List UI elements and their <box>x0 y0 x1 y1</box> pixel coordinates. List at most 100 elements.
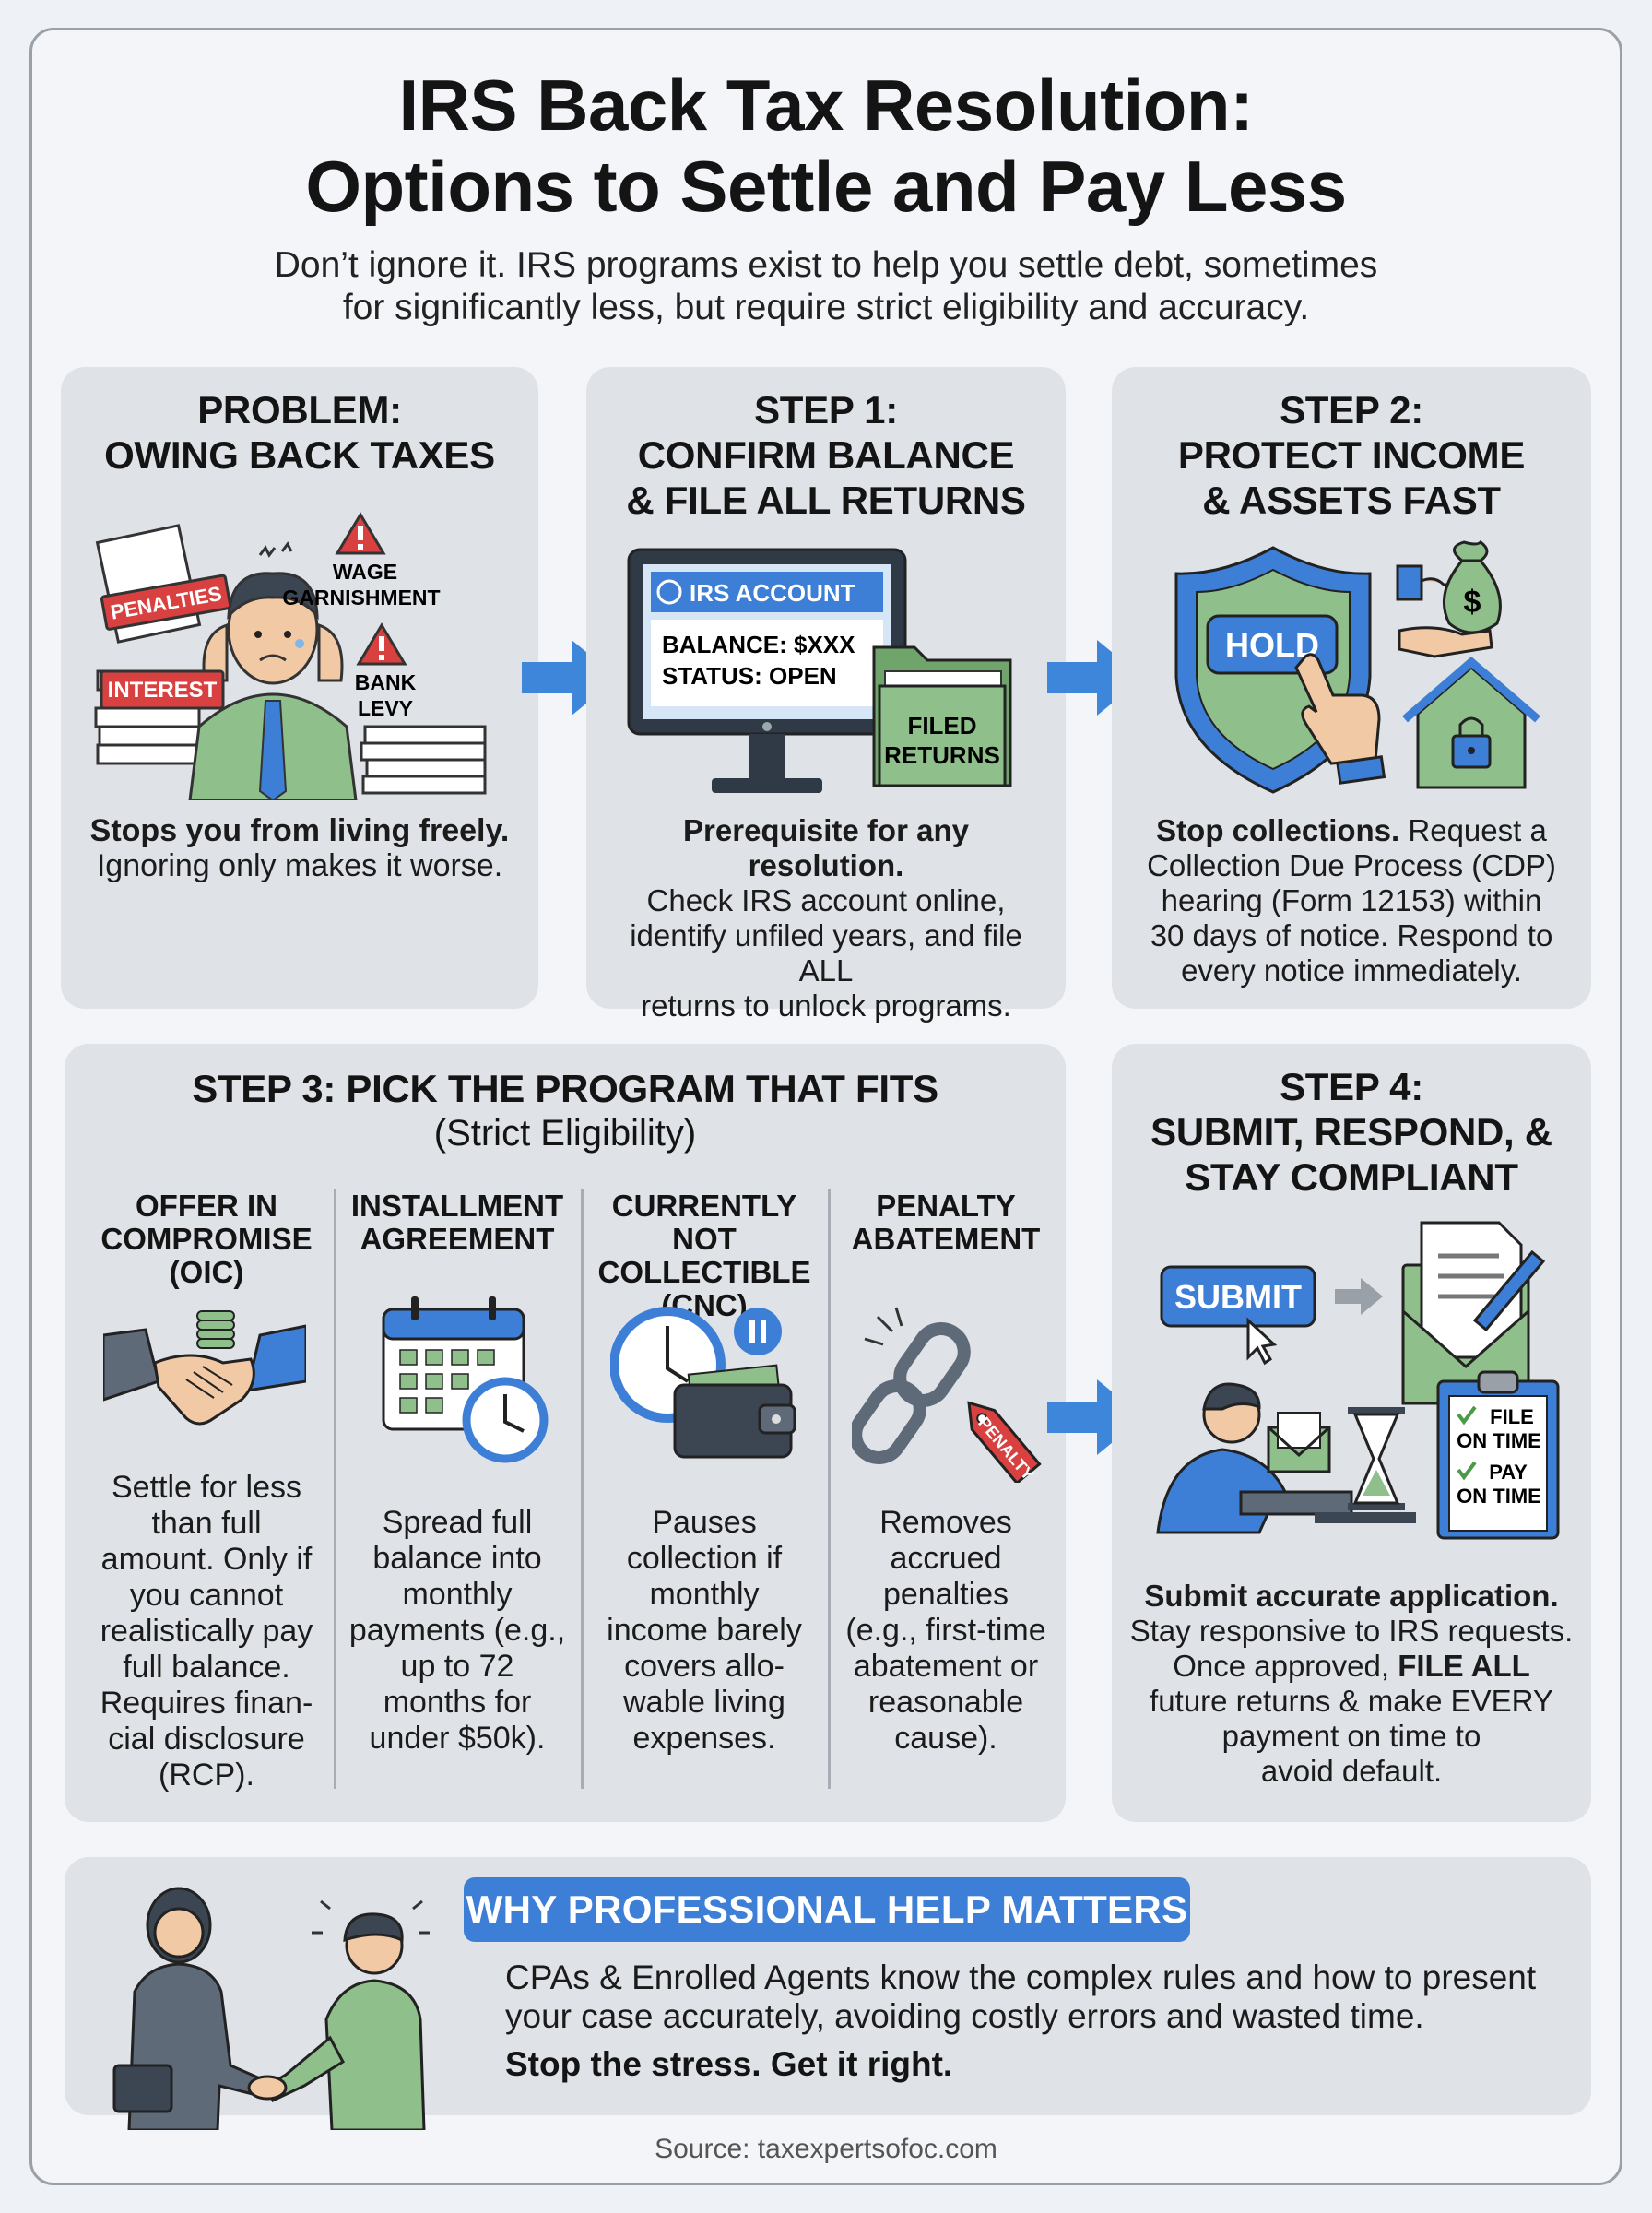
step1-heading-line-3: & FILE ALL RETURNS <box>626 479 1026 522</box>
step2-card: STEP 2: PROTECT INCOME & ASSETS FAST HOL… <box>1112 367 1591 1009</box>
program-oic-heading: OFFER IN COMPROMISE (OIC) <box>85 1189 328 1289</box>
step4-text-line-2a: Once approved, <box>1173 1649 1398 1683</box>
page-title: IRS Back Tax Resolution: Options to Sett… <box>0 65 1652 227</box>
email-icon <box>1267 1412 1331 1473</box>
stressed-person-illustration: WAGE GARNISHMENT BANK LEVY PENALTIES INT… <box>94 512 487 800</box>
status-label: STATUS: OPEN <box>662 662 837 690</box>
briefcase-icon <box>112 2064 173 2113</box>
program-oic-heading-2: COMPROMISE <box>100 1222 313 1256</box>
problem-text-regular: Ignoring only makes it worse. <box>96 848 503 883</box>
calendar-clock-icon <box>382 1296 549 1463</box>
folder-icon: FILED RETURNS <box>872 645 1012 787</box>
program-oic-line: cial disclosure <box>108 1722 305 1757</box>
program-cnc-heading-1: CURRENTLY NOT <box>611 1189 797 1256</box>
step4-text-bold: Submit accurate application. <box>1144 1579 1559 1613</box>
stressed-person-icon <box>188 541 358 800</box>
bank-label-2: LEVY <box>358 696 413 720</box>
step4-text: Submit accurate application. Stay respon… <box>1121 1579 1582 1789</box>
program-penalty-heading-1: PENALTY <box>876 1189 1016 1223</box>
program-cnc-line: Pauses <box>652 1505 757 1540</box>
subtitle-line-1: Don’t ignore it. IRS programs exist to h… <box>274 245 1378 285</box>
step3-heading-text: STEP 3: PICK THE PROGRAM THAT FITS <box>192 1067 938 1110</box>
folder-label-1: FILED <box>907 712 976 740</box>
program-installment-heading-1: INSTALLMENT <box>350 1189 564 1223</box>
column-divider <box>581 1189 584 1789</box>
hourglass-icon <box>1348 1407 1405 1510</box>
checklist-item-1b: ON TIME <box>1457 1429 1541 1452</box>
program-cnc-text: Pauses collection if monthly income bare… <box>583 1505 826 1757</box>
paper-stack-icon <box>94 524 202 765</box>
warning-icon <box>356 622 407 666</box>
handshake-icon <box>103 1310 306 1426</box>
irs-account-title: IRS ACCOUNT <box>690 579 856 607</box>
cursor-icon <box>1246 1317 1278 1366</box>
step2-text-line-2: hearing (Form 12153) within <box>1161 883 1542 917</box>
column-divider <box>334 1189 336 1789</box>
step4-text-line-1: Stay responsive to IRS requests. <box>1129 1614 1574 1648</box>
problem-heading: PROBLEM: OWING BACK TAXES <box>61 387 538 478</box>
pointing-hand-icon <box>1294 653 1386 785</box>
program-penalty-line: Removes <box>879 1505 1012 1540</box>
title-line-2: Options to Settle and Pay Less <box>305 146 1347 227</box>
program-penalty-line: accrued <box>890 1541 1002 1576</box>
irs-seal-icon <box>656 579 682 605</box>
program-cnc-heading: CURRENTLY NOT COLLECTIBLE (CNC) <box>583 1189 826 1322</box>
program-installment-heading-2: AGREEMENT <box>360 1222 555 1256</box>
title-line-1: IRS Back Tax Resolution: <box>398 65 1254 146</box>
checklist-item-2a: PAY <box>1489 1461 1528 1484</box>
balance-label: BALANCE: $XXX <box>662 631 856 658</box>
checklist-clipboard-icon: FILE ON TIME PAY ON TIME <box>1436 1370 1560 1540</box>
step1-card: STEP 1: CONFIRM BALANCE & FILE ALL RETUR… <box>586 367 1066 1023</box>
money-bag-icon: $ <box>1396 540 1502 658</box>
why-text-line-2: your case accurately, avoiding costly er… <box>505 1997 1424 2035</box>
wage-label-2: GARNISHMENT <box>282 586 440 609</box>
clock-wallet-pause-icon <box>610 1307 796 1459</box>
checklist-item-2b: ON TIME <box>1457 1485 1541 1508</box>
program-penalty-line: reasonable <box>867 1685 1024 1720</box>
why-text-line-1: CPAs & Enrolled Agents know the complex … <box>505 1959 1537 1996</box>
step1-text-bold: Prerequisite for any resolution. <box>683 813 969 882</box>
interest-tag <box>100 669 225 710</box>
program-installment-line: months for <box>383 1685 532 1720</box>
step2-text-line-4: every notice immediately. <box>1181 953 1522 988</box>
svg-text:$: $ <box>1464 585 1481 620</box>
wage-label-1: WAGE <box>333 560 397 584</box>
step3-card <box>65 1044 1066 1822</box>
step4-text-line-3: future returns & make EVERY <box>1150 1684 1553 1718</box>
program-oic-line: full balance. <box>123 1650 290 1685</box>
arrow-right-icon <box>1335 1278 1383 1315</box>
program-oic-line: Settle for less <box>112 1470 301 1505</box>
professionals-handshake-illustration <box>112 1887 430 2130</box>
why-badge: WHY PROFESSIONAL HELP MATTERS <box>464 1877 1190 1942</box>
program-penalty-line: (e.g., first-time <box>845 1613 1046 1648</box>
step1-heading-line-2: CONFIRM BALANCE <box>637 433 1015 477</box>
step4-text-line-2b: FILE ALL <box>1398 1649 1530 1683</box>
step4-card: STEP 4: SUBMIT, RESPOND, & STAY COMPLIAN… <box>1112 1044 1591 1822</box>
program-oic-text: Settle for less than full amount. Only i… <box>85 1470 328 1793</box>
step1-heading: STEP 1: CONFIRM BALANCE & FILE ALL RETUR… <box>586 387 1066 523</box>
penalty-tag: PENALTY <box>967 1401 1042 1483</box>
program-cnc-heading-2: COLLECTIBLE <box>597 1255 811 1289</box>
subtitle-line-2: for significantly less, but require stri… <box>342 288 1310 327</box>
program-cnc-line: expenses. <box>632 1721 776 1756</box>
problem-text-bold: Stops you from living freely. <box>89 813 510 848</box>
step3-subheading: (Strict Eligibility) <box>433 1113 697 1154</box>
program-oic-line: than full <box>151 1506 262 1541</box>
problem-text: Stops you from living freely. Ignoring o… <box>79 813 520 883</box>
broken-chain-icon: PENALTY <box>852 1307 1042 1483</box>
page-subtitle: Don’t ignore it. IRS programs exist to h… <box>0 244 1652 329</box>
column-divider <box>828 1189 831 1789</box>
step4-heading-line-1: STEP 4: <box>1280 1065 1423 1108</box>
step3-heading: STEP 3: PICK THE PROGRAM THAT FITS <box>65 1066 1066 1111</box>
program-cnc-line: collection if <box>626 1541 783 1576</box>
program-oic-heading-3: (OIC) <box>169 1255 244 1289</box>
house-lock-icon <box>1402 657 1540 789</box>
shield-hold-illustration: HOLD $ <box>1174 540 1540 794</box>
step2-text-line-0: Request a <box>1408 813 1547 847</box>
problem-heading-line-1: PROBLEM: <box>197 388 402 432</box>
program-cnc-line: covers allo- <box>624 1649 785 1684</box>
step2-heading-line-1: STEP 2: <box>1280 388 1423 432</box>
program-oic-line: Requires finan- <box>100 1686 313 1721</box>
businesswoman-icon <box>112 1887 262 2130</box>
submit-application-illustration: SUBMIT <box>1156 1221 1560 1540</box>
